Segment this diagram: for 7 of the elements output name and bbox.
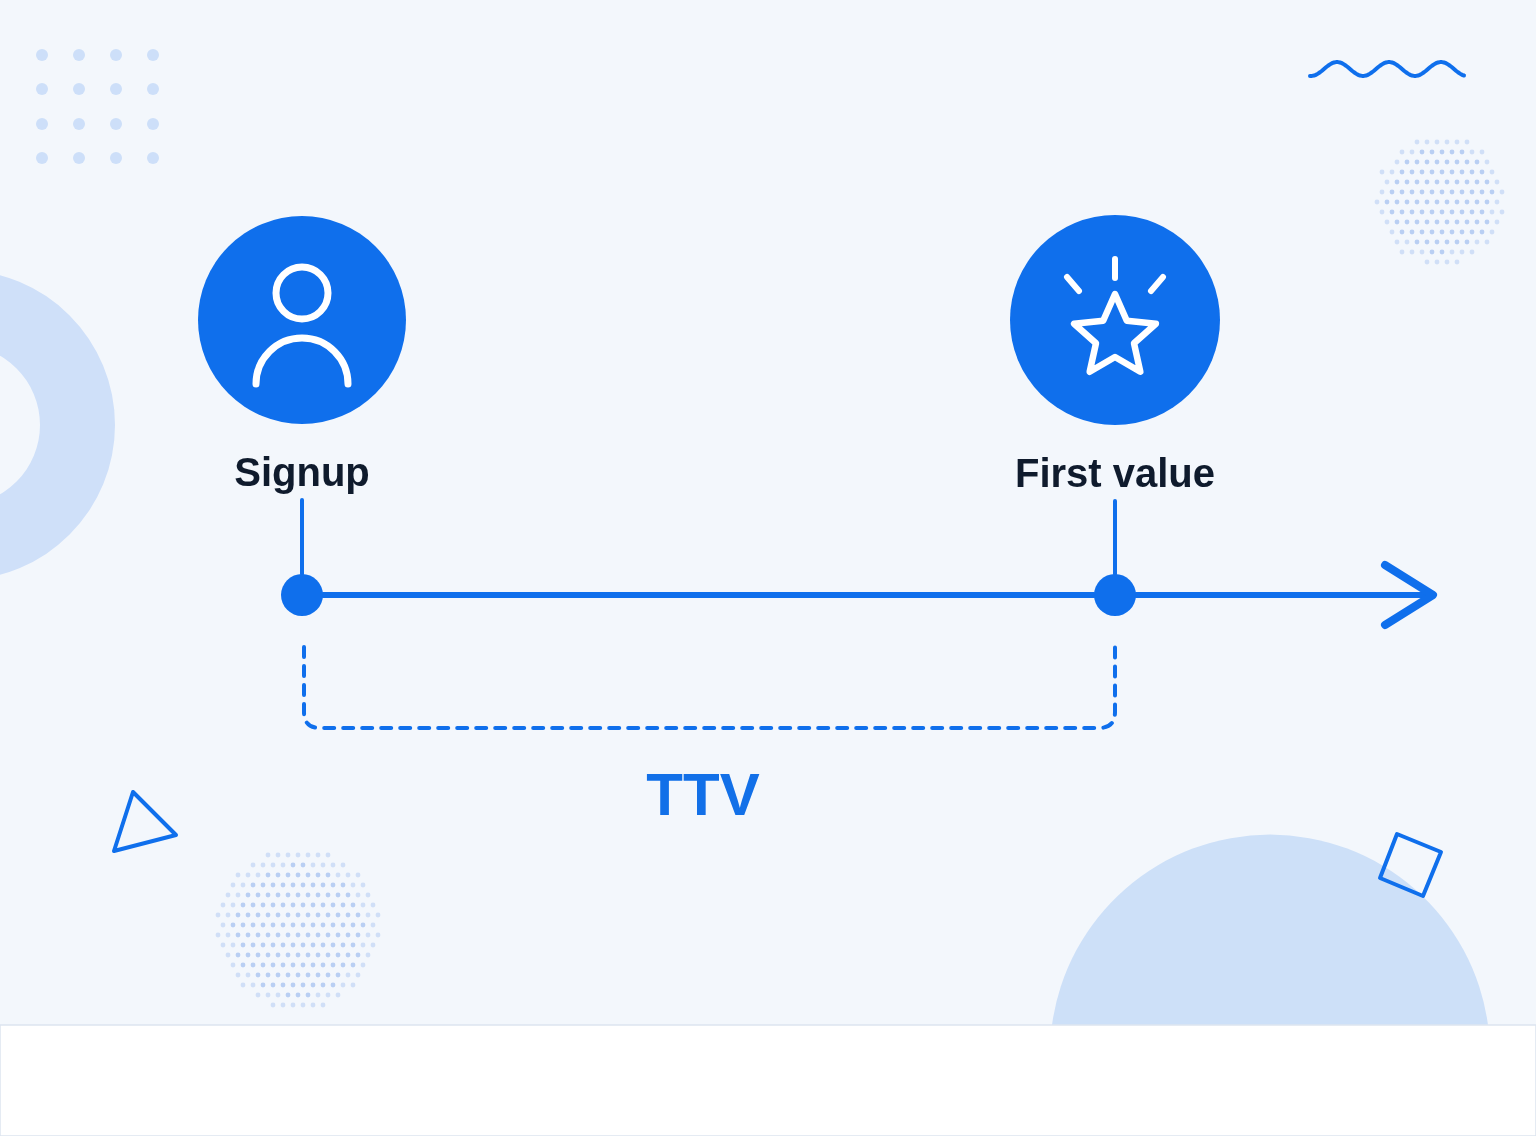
node-label: Signup [234,449,370,496]
timeline-dot [281,574,323,616]
leader-line [300,498,304,576]
node-label: First value [1014,450,1216,497]
timeline-dot [1094,574,1136,616]
leader-line [1113,499,1117,576]
dimension-label: TTV [646,760,760,830]
